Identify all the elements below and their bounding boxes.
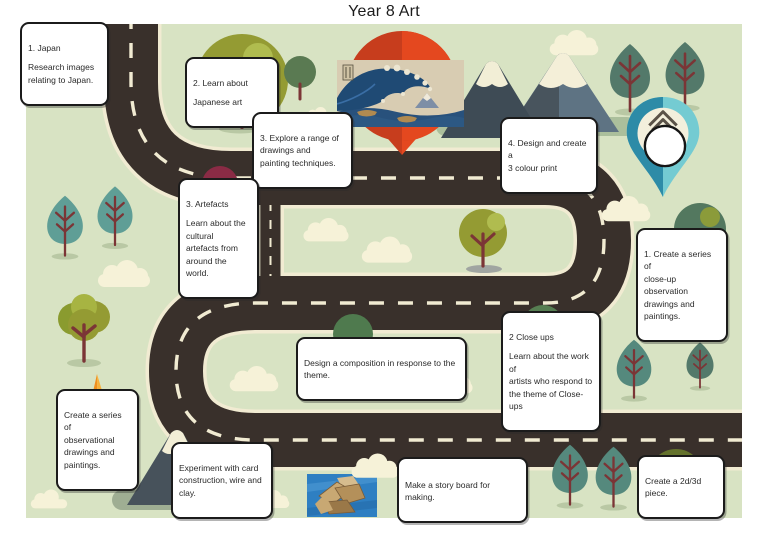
- cloud-icon: [549, 30, 599, 56]
- note-card-construction: Experiment with card construction, wire …: [171, 442, 273, 519]
- cloud-icon: [98, 260, 150, 287]
- tree-icon: [459, 209, 507, 273]
- tree-icon: [610, 44, 650, 116]
- cloud-icon: [351, 453, 399, 478]
- map-pin-badge-icon: [626, 96, 700, 198]
- tree-icon: [616, 339, 652, 402]
- tree-icon: [58, 294, 110, 367]
- cloud-icon: [361, 236, 413, 263]
- note-design-colour-print: 4. Design and create a 3 colour print: [500, 117, 598, 194]
- note-storyboard: Make a story board for making.: [397, 457, 528, 523]
- page-title: Year 8 Art: [348, 3, 420, 20]
- note-closeup-drawings: 1. Create a series of close-up observati…: [636, 228, 728, 342]
- note-observational-drawings: Create a series of observational drawing…: [56, 389, 139, 491]
- tree-icon: [47, 195, 83, 260]
- cloud-icon: [30, 489, 68, 509]
- tree-icon: [595, 446, 632, 511]
- cloud-icon: [601, 196, 651, 222]
- tree-icon: [552, 444, 588, 509]
- tree-icon: [97, 186, 133, 249]
- note-design-composition: Design a composition in response to the …: [296, 337, 467, 401]
- tree-icon: [686, 342, 714, 391]
- road-network: [100, 24, 742, 471]
- note-explore-drawings: 3. Explore a range of drawings and paint…: [252, 112, 353, 189]
- tree-icon: [284, 56, 316, 101]
- great-wave-hokusai-image: [337, 60, 464, 127]
- note-2d3d-piece: Create a 2d/3d piece.: [637, 455, 725, 519]
- main-road-dashes: [129, 24, 742, 442]
- cloud-icon: [303, 218, 349, 242]
- cloud-icon: [229, 366, 279, 392]
- cardboard-model-photo: [307, 474, 377, 517]
